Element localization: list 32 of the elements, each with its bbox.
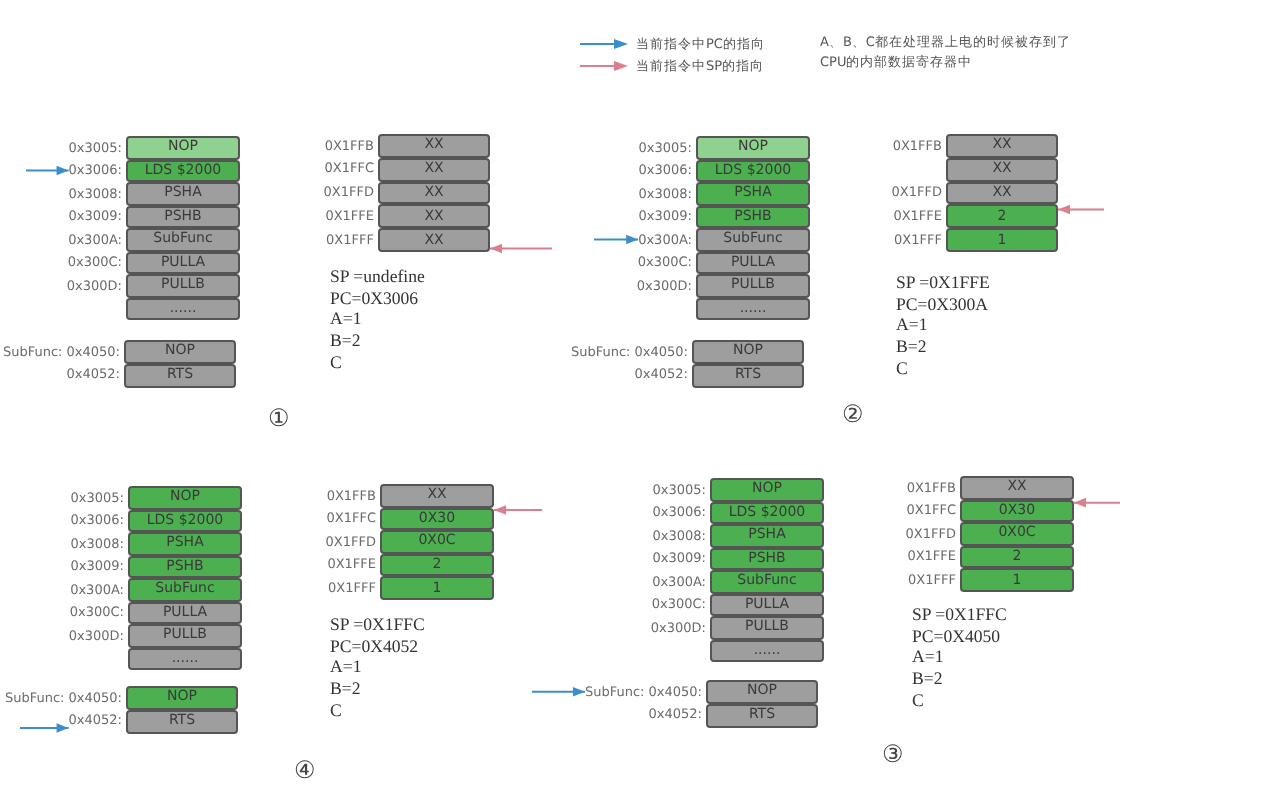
register-text: PC=0X4050 <box>912 627 1001 645</box>
pointer-arrow <box>531 687 586 697</box>
register-text: C <box>330 353 342 372</box>
register-text: PC=0X300A <box>896 295 989 313</box>
pointer-arrow <box>489 243 553 254</box>
step-number: ③ <box>882 742 904 766</box>
register-text: C <box>912 691 924 710</box>
register-text: SP =0X1FFC <box>912 606 1007 624</box>
step-number: ④ <box>294 758 316 782</box>
register-text: C <box>330 701 342 720</box>
register-text: PC=0X3006 <box>330 289 419 307</box>
register-text: B=2 <box>330 680 361 698</box>
register-text: SP =0X1FFE <box>896 274 990 292</box>
pointer-arrow <box>1057 204 1105 215</box>
register-text: A=1 <box>912 648 944 667</box>
step-number: ② <box>842 402 864 426</box>
pointer-arrow <box>593 234 640 245</box>
register-text: A=1 <box>896 316 928 335</box>
register-text: B=2 <box>330 332 361 350</box>
register-text: A=1 <box>330 658 362 677</box>
pointer-arrow <box>1073 497 1121 508</box>
register-text: B=2 <box>912 670 943 688</box>
register-text: A=1 <box>330 310 362 329</box>
register-text: C <box>896 359 908 378</box>
register-text: B=2 <box>896 338 927 356</box>
pointer-arrow <box>19 723 70 733</box>
register-text: SP =0X1FFC <box>330 616 425 634</box>
pointer-arrow <box>493 505 543 515</box>
step-number: ① <box>268 406 290 430</box>
register-text: SP =undefine <box>330 268 425 286</box>
register-text: PC=0X4052 <box>330 637 419 655</box>
pointer-arrow <box>25 165 70 176</box>
